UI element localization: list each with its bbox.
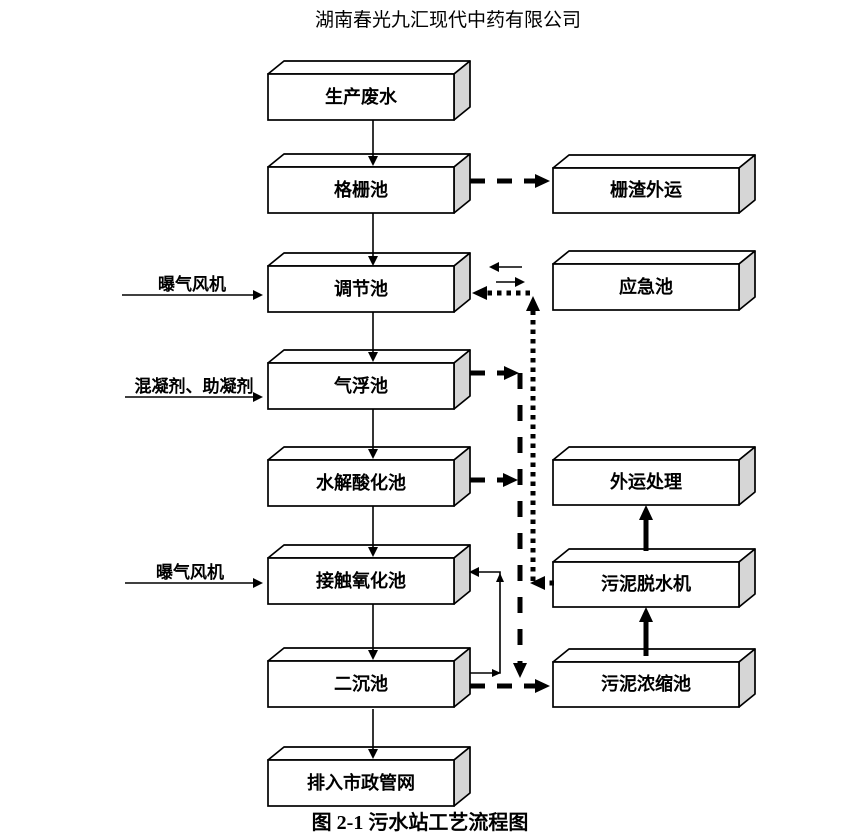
box-top-face [552,548,756,563]
box-front-face [552,263,740,311]
node-sludge-dewatering-machine-label: 污泥脱水机 [601,573,691,594]
box-front-face [552,561,740,608]
box-front-face [267,73,455,121]
node-contact-oxidation-pool: 接触氧化池 [267,544,471,605]
box-top-face [552,154,756,169]
box-front-face [552,661,740,708]
box-top-face [267,153,471,168]
node-sludge-thickening-pool: 污泥浓缩池 [552,648,756,708]
box-top-face [267,60,471,75]
node-regulation-pool-label: 调节池 [334,278,388,299]
diagram-title: 湖南春光九汇现代中药有限公司 [315,9,581,31]
node-grid-residue-transport-label: 栅渣外运 [610,179,682,200]
box-top-face [267,647,471,662]
node-sludge-dewatering-machine: 污泥脱水机 [552,548,756,608]
node-production-wastewater: 生产废水 [267,60,471,121]
box-front-face [267,660,455,708]
figure-caption: 图 2-1 污水站工艺流程图 [312,810,529,834]
node-emergency-pool: 应急池 [552,250,756,311]
box-front-face [267,362,455,410]
return-arrowhead-up [496,573,504,582]
box-top-face [267,544,471,559]
box-top-face [552,250,756,265]
node-hydrolysis-acidification-pool-label: 水解酸化池 [316,472,406,493]
node-grid-residue-transport: 栅渣外运 [552,154,756,214]
node-grid-pool-label: 格栅池 [334,179,388,200]
box-front-face [267,557,455,605]
box-top-face [267,746,471,761]
node-sludge-thickening-pool-label: 污泥浓缩池 [601,673,691,694]
node-air-flotation-pool: 气浮池 [267,349,471,410]
node-municipal-pipe-network-label: 排入市政管网 [307,772,415,793]
box-front-face [267,166,455,214]
box-top-face [267,446,471,461]
box-top-face [552,648,756,663]
node-external-treatment: 外运处理 [552,446,756,506]
box-front-face [267,459,455,507]
box-front-face [267,265,455,313]
input-aeration-blower-1-label: 曝气风机 [158,274,226,294]
return-arrowhead-right [492,669,501,677]
node-regulation-pool: 调节池 [267,252,471,313]
input-aeration-blower-2-label: 曝气风机 [156,562,224,582]
node-grid-pool: 格栅池 [267,153,471,214]
node-emergency-pool-label: 应急池 [619,276,673,297]
box-top-face [267,252,471,267]
node-contact-oxidation-pool-label: 接触氧化池 [316,570,406,591]
box-front-face [267,759,455,807]
node-secondary-sedimentation-pool-label: 二沉池 [334,673,388,694]
node-secondary-sedimentation-pool: 二沉池 [267,647,471,708]
input-coagulant-flocculant-label: 混凝剂、助凝剂 [135,376,254,396]
input-coagulant-flocculant: 混凝剂、助凝剂 [125,376,263,402]
node-municipal-pipe-network: 排入市政管网 [267,746,471,807]
input-aeration-blower-1: 曝气风机 [122,274,263,300]
node-air-flotation-pool-label: 气浮池 [333,375,388,396]
node-hydrolysis-acidification-pool: 水解酸化池 [267,446,471,507]
node-production-wastewater-label: 生产废水 [325,86,398,107]
box-top-face [267,349,471,364]
box-top-face [552,446,756,461]
node-external-treatment-label: 外运处理 [610,471,682,492]
input-aeration-blower-2: 曝气风机 [125,562,263,588]
edge-sedimentation-return-to-oxidation [469,567,501,674]
box-front-face [552,167,740,214]
